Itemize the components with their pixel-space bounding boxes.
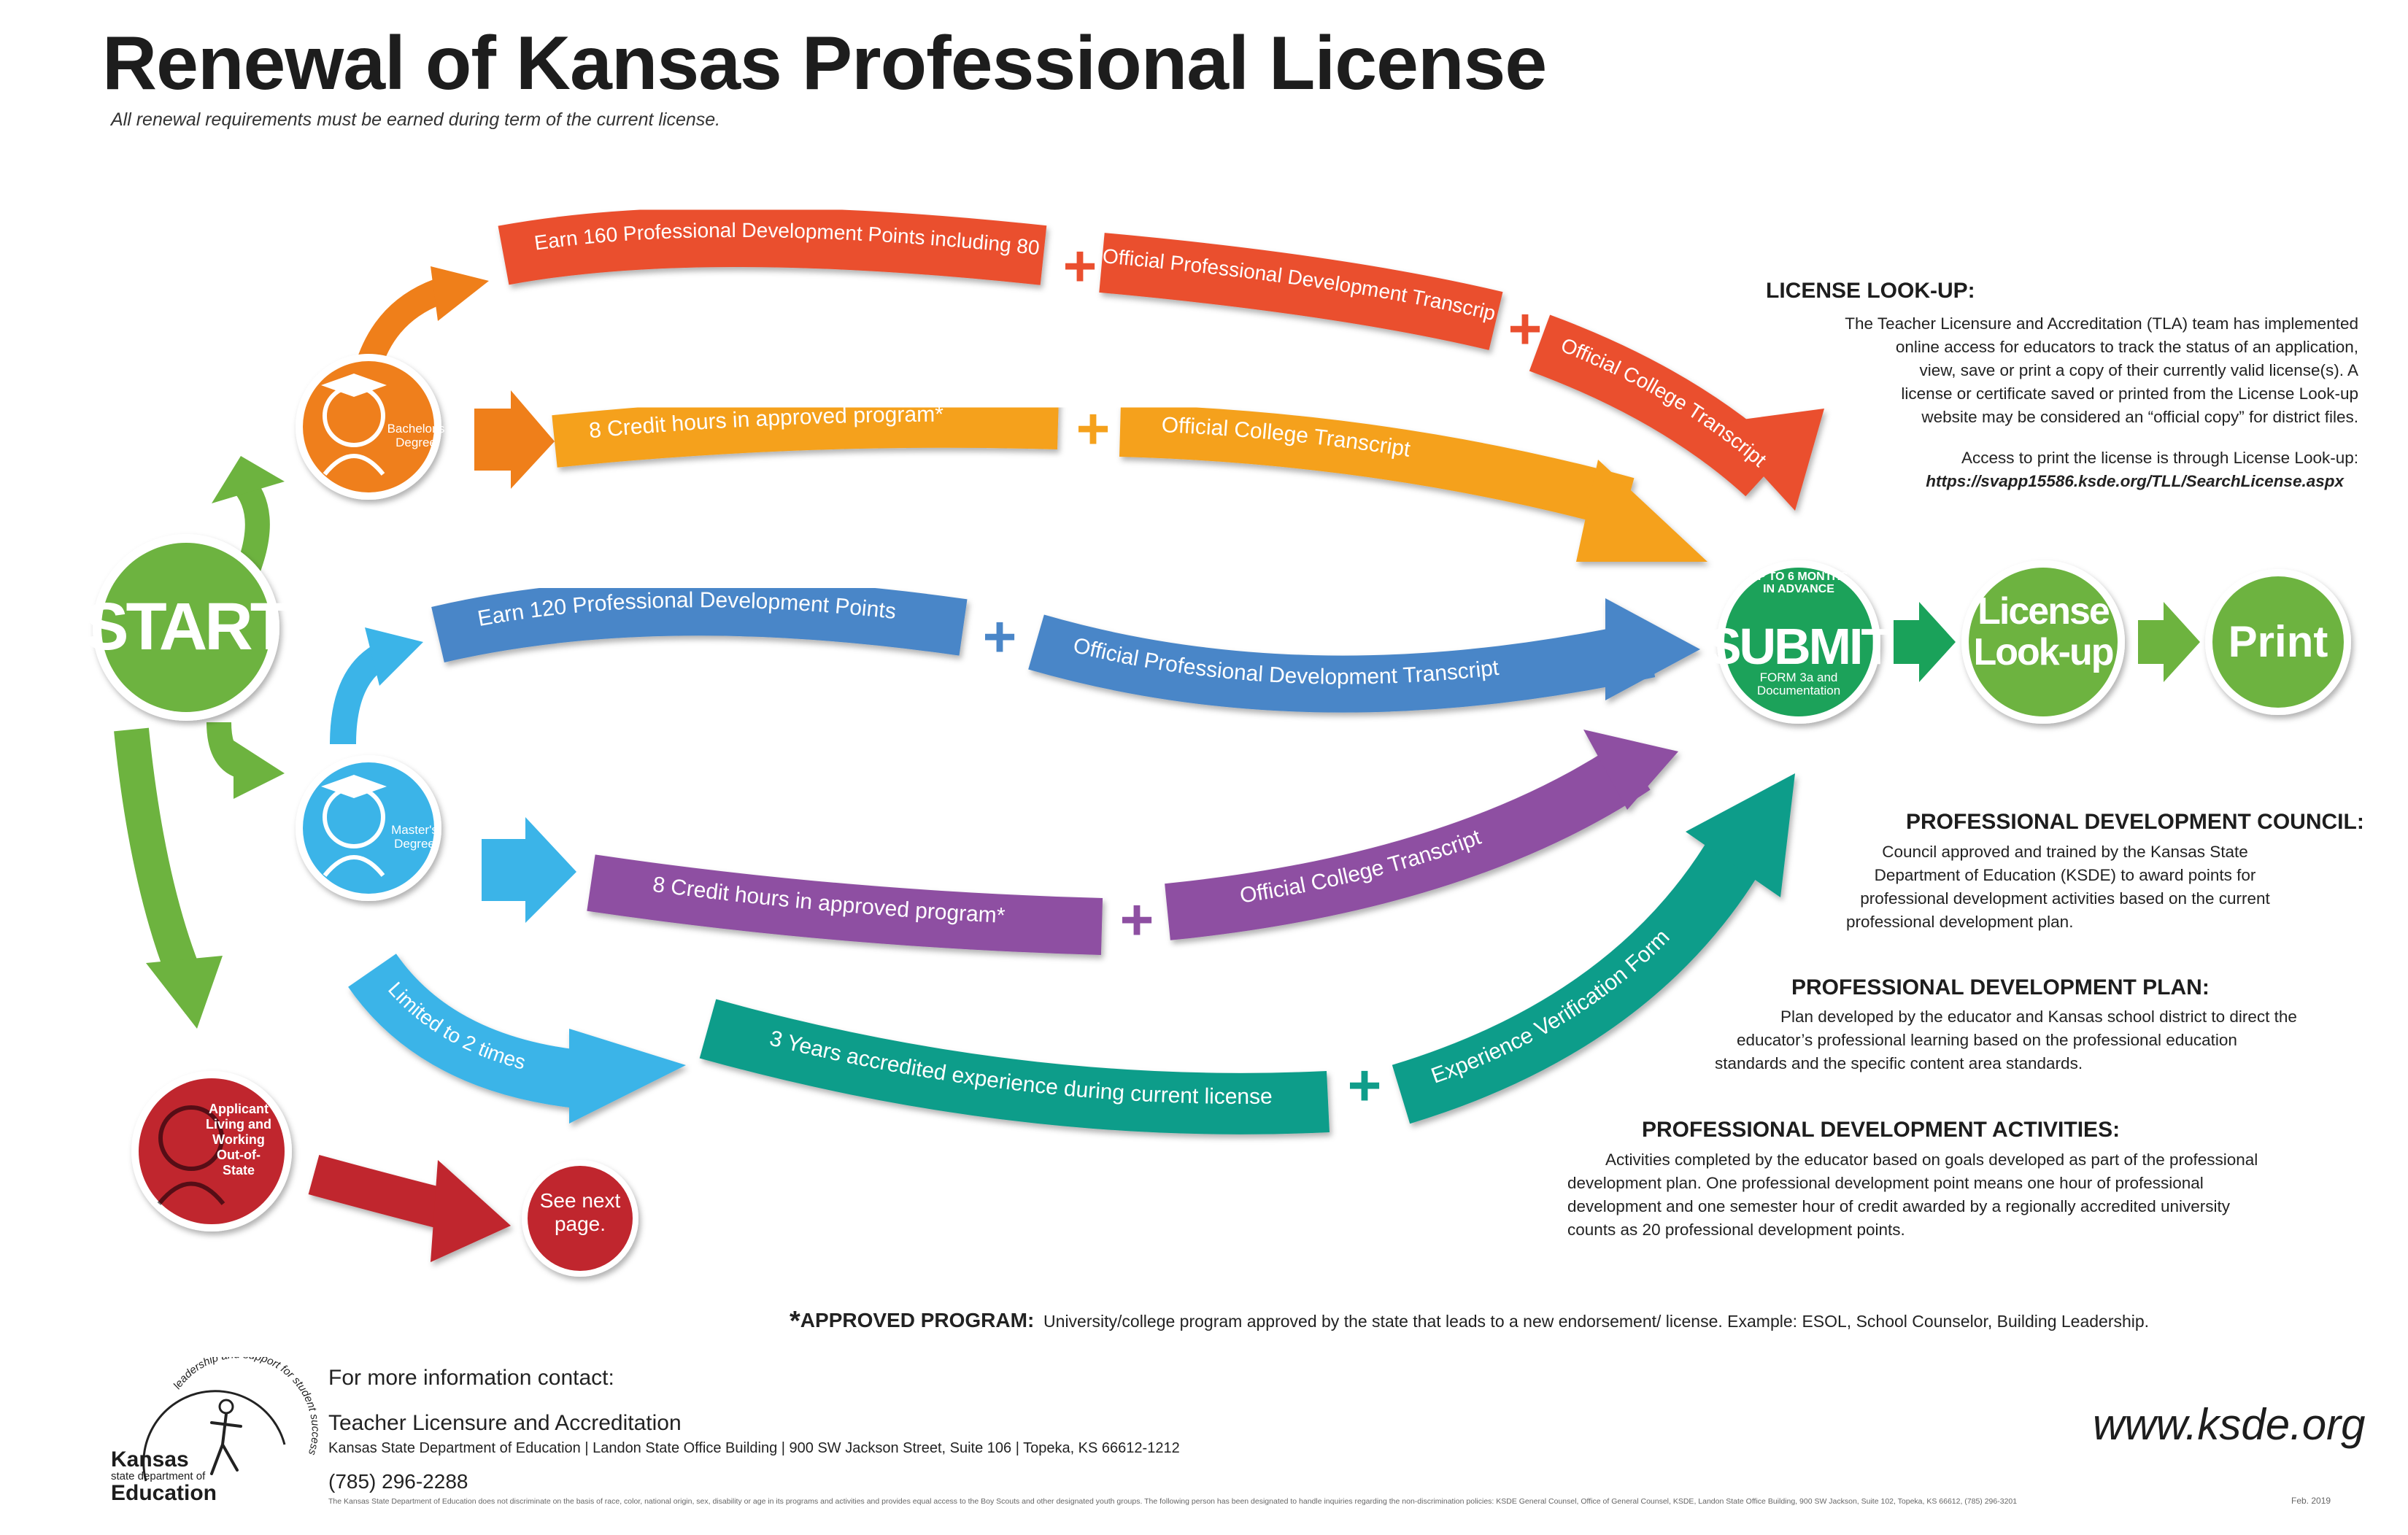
see-next-node <box>522 1160 638 1277</box>
non-discrimination-disclaimer: The Kansas State Department of Education… <box>328 1497 2018 1506</box>
path-b1 <box>503 237 1824 511</box>
pd-activities-line: counts as 20 professional development po… <box>1567 1221 1905 1239</box>
logo-tagline: leadership and support for student succe… <box>171 1357 321 1457</box>
logo-state-dept: state department of <box>111 1470 206 1482</box>
license-lookup-line: view, save or print a copy of their curr… <box>1919 361 2358 379</box>
start-to-bachelors-arrow <box>212 456 285 573</box>
print-node <box>2205 569 2351 715</box>
license-lookup-line: The Teacher Licensure and Accreditation … <box>1845 314 2358 333</box>
pd-council-line: Department of Education (KSDE) to award … <box>1874 866 2256 884</box>
submit-main-label: SUBMIT <box>1707 618 1892 675</box>
approved-program-note: *APPROVED PROGRAM: University/college pr… <box>790 1306 2149 1337</box>
pd-council-body: Council approved and trained by the Kans… <box>1839 840 2291 934</box>
pd-plan-body: Plan developed by the educator and Kansa… <box>1715 1005 2357 1075</box>
b2-plus: + <box>1076 396 1111 461</box>
pd-activities-line: development and one semester hour of cre… <box>1567 1197 2231 1215</box>
b1-step2-label: Official Professional Development Transc… <box>0 0 1498 325</box>
masters-up-arrow <box>330 627 423 745</box>
b1-plus-1: + <box>1063 233 1097 298</box>
out-of-state-arrow <box>308 1154 511 1262</box>
license-lookup-section: LICENSE LOOK-UP: <box>1766 279 1975 303</box>
path-m1 <box>438 598 1700 700</box>
start-to-masters-arrow <box>207 722 285 799</box>
bachelors-right-arrow <box>474 390 555 489</box>
page-title: Renewal of Kansas Professional License <box>102 21 1547 106</box>
submit-to-lookup-arrow <box>1894 602 1956 682</box>
masters-right-arrow <box>482 817 576 923</box>
license-lookup-link[interactable]: https://svapp15586.ksde.org/TLL/SearchLi… <box>1926 472 2344 490</box>
license-lookup-heading: LICENSE LOOK-UP: <box>1766 279 1975 303</box>
pd-activities-heading: PROFESSIONAL DEVELOPMENT ACTIVITIES: <box>1642 1118 2120 1142</box>
path-b2 <box>555 422 1707 562</box>
approved-program-heading: APPROVED PROGRAM: <box>800 1309 1035 1331</box>
masters-node <box>296 755 441 901</box>
pd-council-line: professional development plan. <box>1846 913 2074 931</box>
submit-top-label: UP TO 6 MONTHS IN ADVANCE <box>1749 571 1848 595</box>
submit-bottom-label: FORM 3a and Documentation <box>1756 671 1841 697</box>
b1-plus-2: + <box>1508 296 1543 361</box>
pd-council-line: professional development activities base… <box>1860 889 2270 908</box>
license-lookup-line: website may be considered an “official c… <box>1921 408 2358 426</box>
website-link[interactable]: www.ksde.org <box>2093 1400 2366 1449</box>
bachelors-node <box>296 354 441 500</box>
submit-node <box>1717 560 1880 724</box>
m3-plus: + <box>1348 1053 1382 1118</box>
contact-address: Kansas State Department of Education | L… <box>328 1440 1180 1456</box>
pd-council-line: Council approved and trained by the Kans… <box>1882 843 2248 861</box>
approved-program-text: University/college program approved by t… <box>1043 1312 2150 1331</box>
logo-education: Education <box>111 1481 217 1503</box>
pd-plan-line: Plan developed by the educator and Kansa… <box>1780 1008 2297 1026</box>
ksde-logo: Kansas state department of Education lea… <box>111 1357 321 1503</box>
path-m3 <box>372 773 1795 1124</box>
lookup-node <box>1961 560 2125 724</box>
pd-council-heading: PROFESSIONAL DEVELOPMENT COUNCIL: <box>1906 810 2364 834</box>
contact-intro: For more information contact: <box>328 1366 614 1390</box>
page-subtitle: All renewal requirements must be earned … <box>111 109 721 130</box>
license-lookup-line: license or certificate saved or printed … <box>1901 384 2358 403</box>
out-of-state-node <box>131 1071 292 1232</box>
pd-plan-heading: PROFESSIONAL DEVELOPMENT PLAN: <box>1791 975 2210 1000</box>
see-next-label: See next page. <box>539 1189 621 1235</box>
contact-phone: (785) 296-2288 <box>328 1470 468 1493</box>
path-m2 <box>591 730 1678 927</box>
pd-plan-line: standards and the specific content area … <box>1715 1054 2083 1072</box>
bachelors-label: Bachelor's Degree <box>387 422 445 449</box>
approved-program-star: * <box>790 1306 800 1337</box>
start-node <box>93 534 279 721</box>
m1-plus: + <box>983 604 1017 669</box>
lookup-label: License Look-up <box>1973 591 2114 673</box>
publication-date: Feb. 2019 <box>2291 1496 2331 1506</box>
pd-activities-body: Activities completed by the educator bas… <box>1567 1148 2341 1242</box>
masters-label: Master's Degree <box>391 823 438 851</box>
license-lookup-body: The Teacher Licensure and Accreditation … <box>1775 312 2358 493</box>
contact-block: For more information contact: Teacher Li… <box>328 1366 1180 1493</box>
out-of-state-label: Applicant Living and Working Out-of-Stat… <box>206 1102 271 1178</box>
m2-plus: + <box>1120 887 1154 952</box>
start-label: START <box>84 589 291 664</box>
start-to-out-of-state-arrow <box>114 727 223 1029</box>
pd-activities-line: Activities completed by the educator bas… <box>1605 1151 2258 1169</box>
license-lookup-access: Access to print the license is through L… <box>1961 449 2358 467</box>
pd-plan-line: educator’s professional learning based o… <box>1737 1031 2237 1049</box>
contact-office: Teacher Licensure and Accreditation <box>328 1411 682 1435</box>
print-label: Print <box>2228 617 2328 666</box>
lookup-to-print-arrow <box>2138 602 2200 682</box>
license-lookup-line: online access for educators to track the… <box>1895 338 2358 356</box>
b1-step3-label: Official College Transcript <box>1558 333 1771 471</box>
logo-kansas: Kansas <box>111 1447 189 1472</box>
pd-activities-line: development plan. One professional devel… <box>1567 1174 2204 1192</box>
